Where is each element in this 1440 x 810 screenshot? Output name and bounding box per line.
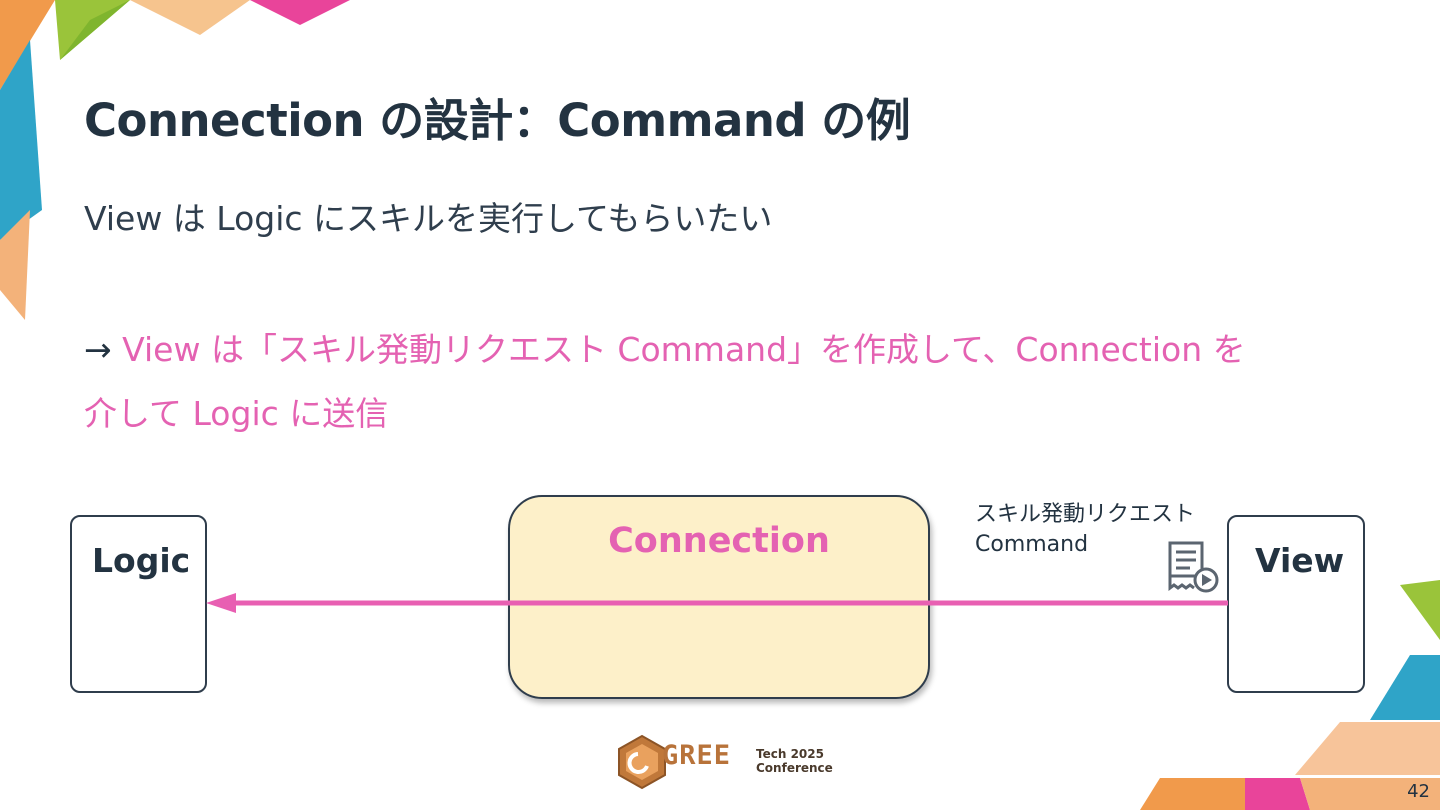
document-play-icon [1168, 541, 1219, 593]
slide-title: Connection の設計：Command の例 [84, 94, 911, 147]
right-arrow-glyph: → [84, 330, 123, 369]
command-label: スキル発動リクエスト Command [975, 500, 1195, 560]
connection-box: Connection [508, 495, 930, 699]
page-number: 42 [1407, 781, 1430, 802]
logo-gree-text: GREE [662, 740, 732, 771]
hexagon-logo-icon [618, 734, 666, 790]
highlight-text: → View は「スキル発動リクエスト Command」を作成して、Connec… [84, 318, 1374, 446]
logic-label: Logic [92, 541, 191, 580]
connection-label: Connection [608, 521, 830, 561]
view-box: View [1227, 515, 1365, 693]
command-label-line-2: Command [975, 532, 1089, 557]
highlight-line-1: View は「スキル発動リクエスト Command」を作成して、Connecti… [122, 330, 1246, 369]
highlight-line-2: 介して Logic に送信 [84, 394, 389, 433]
logo-tech-text: Tech 2025 [756, 747, 824, 761]
slide-subtitle: View は Logic にスキルを実行してもらいたい [84, 199, 773, 238]
logic-box: Logic [70, 515, 207, 693]
gree-tech-conference-logo: GREE Tech 2025 Conference [612, 734, 833, 790]
view-label: View [1255, 541, 1345, 580]
command-label-line-1: スキル発動リクエスト [975, 502, 1196, 527]
logo-conference-text: Conference [756, 761, 833, 775]
